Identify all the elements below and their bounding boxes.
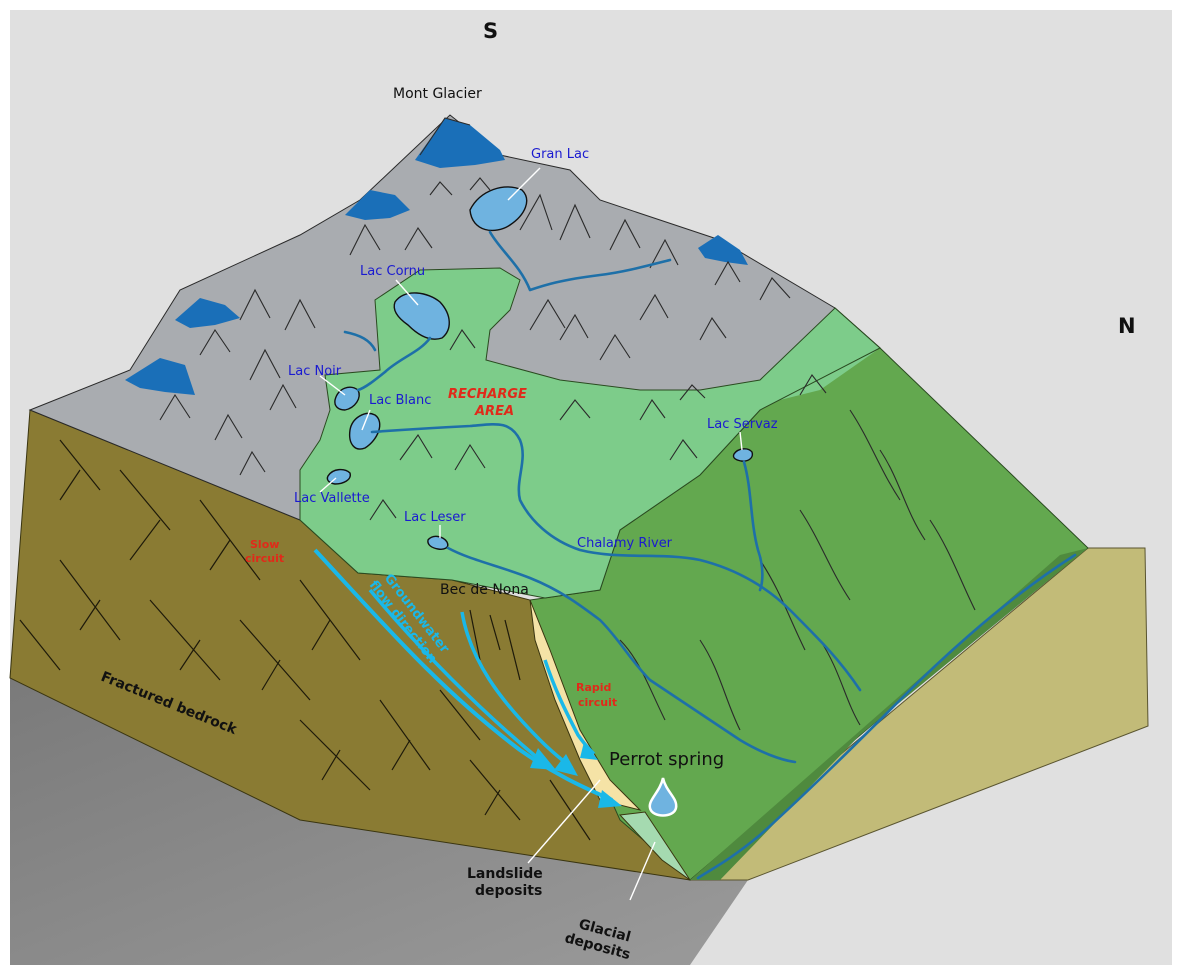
flow-arrow: [313, 548, 613, 802]
bedrock-fractures: [19, 439, 591, 841]
lakes: [326, 186, 754, 550]
glaciers: [125, 118, 748, 395]
glacier: [125, 358, 195, 395]
lac-servaz-water: [732, 448, 754, 462]
glacier: [415, 118, 505, 168]
recharge-area-label-line2: AREA: [474, 404, 514, 419]
flow-arrowhead: [554, 754, 578, 776]
slow-circuit-label-line2: circuit: [245, 552, 284, 565]
chalamy-river-line: [370, 422, 862, 692]
rapid-circuit-label-line1: Rapid: [576, 681, 611, 694]
landslide-deposits-label-line1: Landslide: [467, 866, 543, 882]
chalamy-river-label: Chalamy River: [577, 536, 673, 551]
glacial-deposits-area: [618, 811, 691, 881]
compass-north-label: N: [1118, 314, 1136, 338]
rapid-circuit-label-line2: circuit: [578, 696, 617, 709]
lac-blanc-label: Lac Blanc: [369, 393, 431, 408]
stream: [742, 460, 764, 592]
flow-arrowhead: [530, 748, 556, 770]
glacier: [698, 235, 748, 265]
flow-arrowhead: [580, 742, 598, 760]
groundwater-flow-arrows: [313, 548, 622, 808]
gran-lac-water: [469, 186, 528, 232]
flow-arrow: [368, 588, 542, 762]
lac-cornu-label: Lac Cornu: [360, 264, 425, 279]
lac-servaz-label: Lac Servaz: [707, 417, 778, 432]
stream: [356, 336, 432, 392]
gran-lac-label: Gran Lac: [531, 147, 589, 162]
mont-glacier-label: Mont Glacier: [393, 86, 482, 102]
leader-lines: [319, 167, 743, 901]
lac-cornu-water: [393, 292, 450, 340]
lac-noir-water: [334, 386, 360, 411]
water-drop-icon: [648, 777, 678, 817]
rivers: [343, 230, 1077, 880]
recharge-area-label-line1: RECHARGE: [448, 387, 527, 402]
landslide-deposits-label-line2: deposits: [475, 883, 542, 899]
glacier: [175, 298, 240, 328]
spring-drop-icon: [648, 777, 678, 817]
stream: [343, 330, 377, 352]
perrot-spring-label: Perrot spring: [609, 749, 724, 770]
bec-de-nona-label: Bec de Nona: [440, 582, 529, 598]
lac-noir-label: Lac Noir: [288, 364, 342, 379]
slow-circuit-label-line1: Slow: [250, 538, 279, 551]
main-river-valley: [696, 553, 1077, 880]
forest-slope-lines: [619, 409, 976, 731]
ridge-lines: [159, 117, 827, 521]
lac-leser-label: Lac Leser: [404, 510, 466, 525]
stream: [446, 546, 797, 764]
flow-arrowhead: [598, 790, 622, 808]
river-bank: [690, 548, 1088, 880]
glacier: [345, 190, 410, 220]
compass-south-label: S: [483, 19, 498, 43]
stream: [488, 230, 672, 292]
recharge-area: [299, 267, 881, 599]
lac-vallette-label: Lac Vallette: [294, 491, 370, 506]
lac-leser-water: [427, 535, 449, 550]
